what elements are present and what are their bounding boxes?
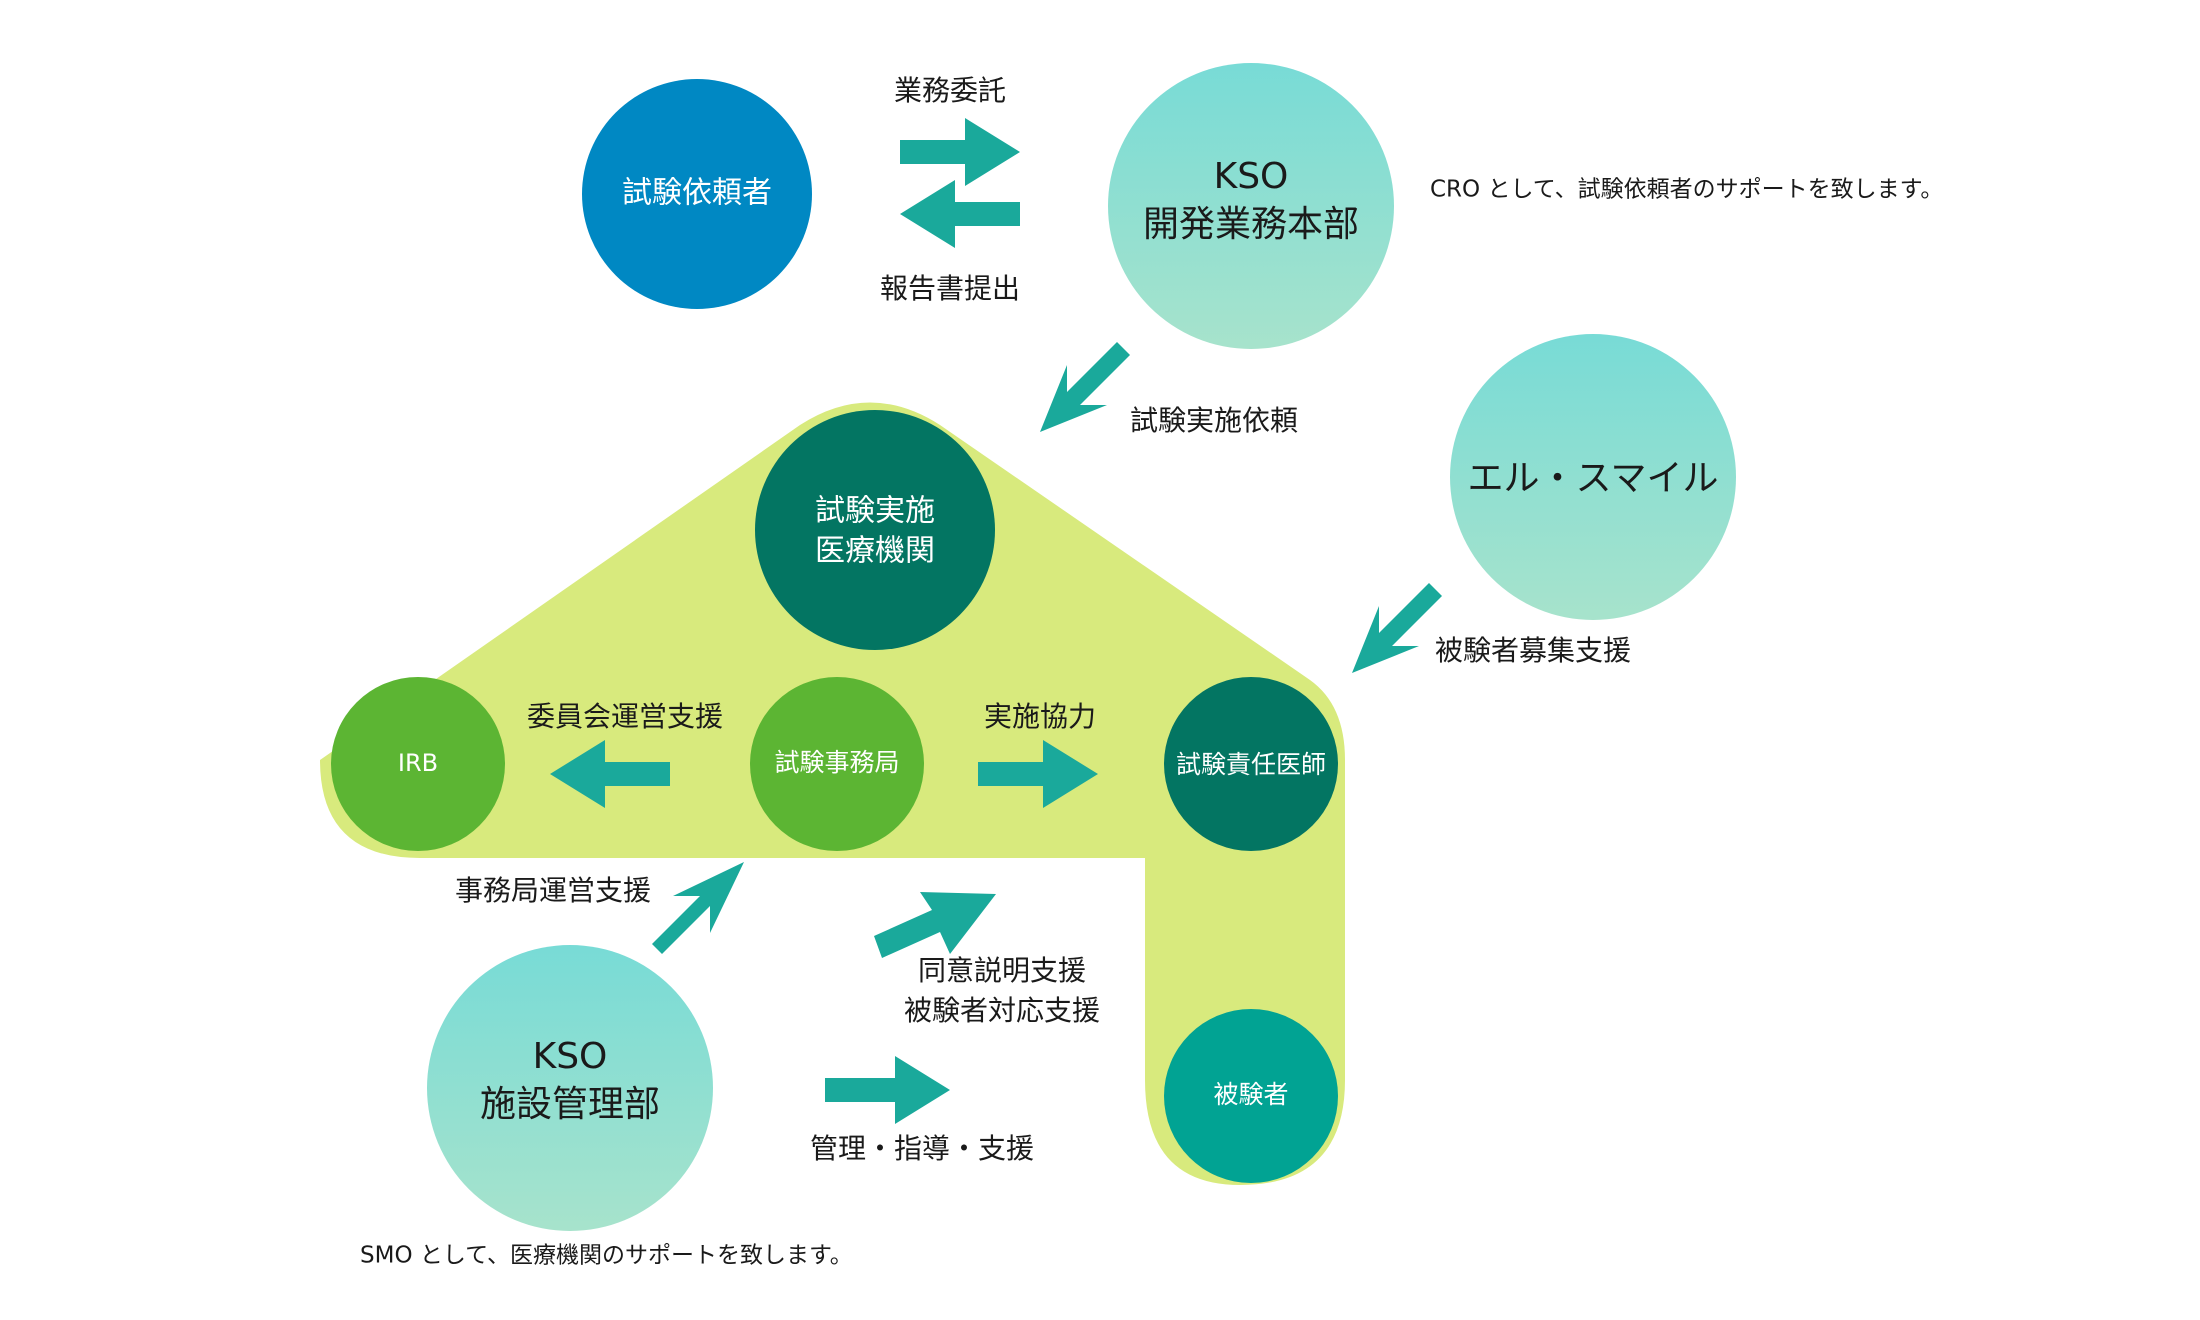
kso-node-labels: KSO 開発業務本部 エル・スマイル KSO 施設管理部 [480,156,1718,1125]
site-label-line1: 試験実施 [815,494,935,529]
subject-label: 被験者 [1213,1080,1288,1109]
irb-circle [331,677,505,851]
arrow-management [825,1056,950,1124]
irb-label: IRB [398,749,438,777]
recruit-support-label: 被験者募集支援 [1435,634,1631,667]
secretariat-circle [750,677,924,851]
consent-support-label-line2: 被験者対応支援 [904,994,1100,1027]
l-smile-label: エル・スマイル [1468,458,1719,499]
arrows-group [550,118,1442,1124]
site-label-line2: 医療機関 [815,534,935,569]
investigator-label: 試験責任医師 [1176,750,1326,779]
kso-site-label-line2: 施設管理部 [480,1084,660,1125]
subject-circle [1164,1009,1338,1183]
management-label: 管理・指導・支援 [810,1132,1034,1165]
arrow-committee-support [550,740,670,808]
kso-dev-label-line1: KSO [1214,156,1289,197]
arrow-trial-request [1040,342,1130,432]
kso-site-label-line1: KSO [533,1036,608,1077]
report-label: 報告書提出 [880,272,1020,305]
cro-note: CRO として、試験依頼者のサポートを致します。 [1430,177,1943,203]
cooperation-label: 実施協力 [984,700,1096,733]
client-circle [582,79,812,309]
arrow-consent-support [874,892,996,958]
committee-support-label: 委員会運営支援 [527,700,723,733]
kso-site-circle [427,945,713,1231]
node-labels: 試験依頼者 試験実施 医療機関 IRB 試験事務局 試験責任医師 被験者 [398,176,1326,1110]
secretariat-label: 試験事務局 [774,748,899,777]
client-label: 試験依頼者 [622,176,772,211]
trial-request-label: 試験実施依頼 [1130,404,1298,437]
smo-note: SMO として、医療機関のサポートを致します。 [360,1243,853,1269]
arrow-report [900,180,1020,248]
arrow-cooperation [978,740,1098,808]
site-circle [755,410,995,650]
investigator-circle [1164,677,1338,851]
l-smile-circle [1450,334,1736,620]
consent-support-label-line1: 同意説明支援 [918,954,1086,987]
outsourcing-label: 業務委託 [894,74,1006,107]
kso-dev-circle [1108,63,1394,349]
arrow-outsourcing [900,118,1020,186]
kso-dev-label-line2: 開発業務本部 [1143,204,1359,245]
arrow-secretariat-support [652,862,744,954]
secretariat-support-label: 事務局運営支援 [455,874,651,907]
arrow-recruit-support [1352,583,1442,673]
